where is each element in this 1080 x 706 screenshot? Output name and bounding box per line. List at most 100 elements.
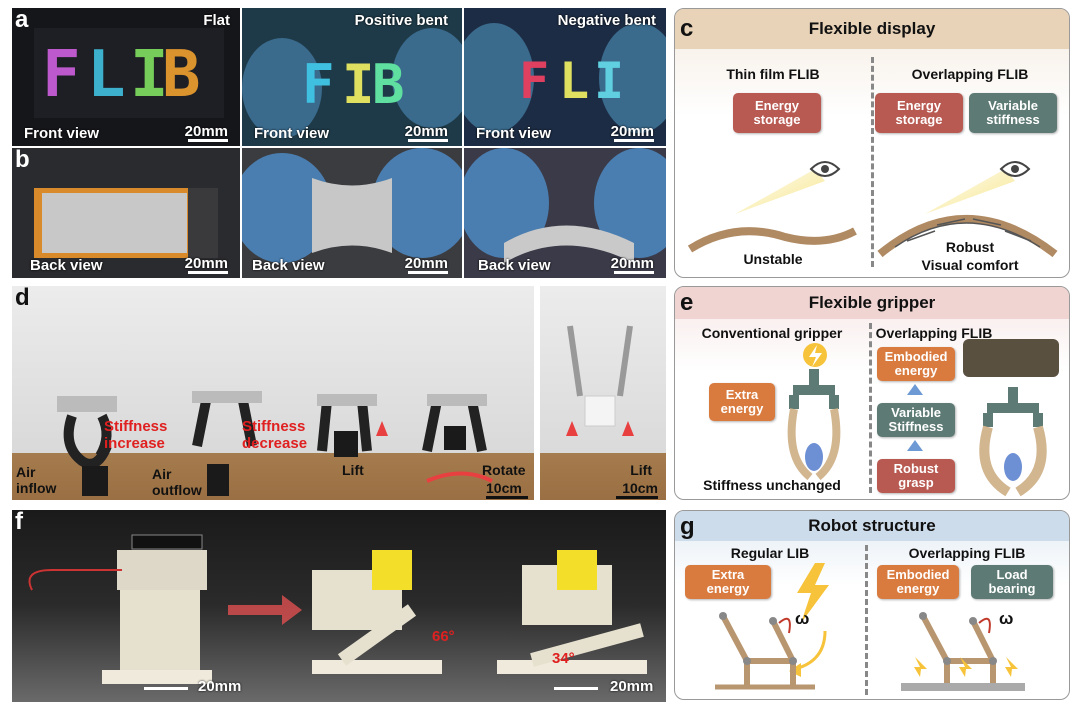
svg-text:I: I bbox=[342, 53, 375, 116]
panel-g-robot-structure: g Robot structure Regular LIB Overlappin… bbox=[674, 510, 1070, 700]
energy-storage-box: Energy storage bbox=[733, 93, 821, 133]
scale-bar bbox=[616, 496, 658, 499]
scale-bar bbox=[614, 271, 654, 274]
visual-comfort-caption: Visual comfort bbox=[921, 257, 1019, 273]
flib-leg-icon bbox=[901, 612, 1025, 691]
scale-bar bbox=[408, 139, 448, 142]
led-display-flat: F L I B bbox=[34, 28, 224, 118]
scale-bar bbox=[554, 687, 598, 690]
embodied-energy-box: Embodied energy bbox=[877, 565, 959, 599]
energy-storage-box: Energy storage bbox=[875, 93, 963, 133]
extra-energy-box: Extra energy bbox=[685, 565, 771, 599]
panel-f-photo-robot: f 66° 34° 20mm 20mm bbox=[12, 510, 666, 702]
robot-illustration bbox=[715, 563, 1025, 691]
label-front-view: Front view bbox=[24, 125, 100, 142]
lift-arrow bbox=[622, 421, 634, 436]
gripper-sequence bbox=[57, 391, 493, 496]
scale-label: 20mm bbox=[404, 123, 448, 140]
lift-label: Lift bbox=[342, 462, 364, 478]
panel-letter-f: f bbox=[15, 510, 23, 535]
unstable-film bbox=[687, 227, 857, 253]
gripper-illustration bbox=[787, 339, 1059, 497]
panel-title: Robot structure bbox=[808, 516, 936, 535]
svg-text:F: F bbox=[42, 38, 81, 112]
label-front-view: Front view bbox=[254, 125, 330, 142]
panel-title: Flexible display bbox=[808, 19, 936, 38]
load-bearing-box: Load bearing bbox=[971, 565, 1053, 599]
scale-label: 20mm bbox=[404, 255, 448, 272]
panel-letter-c: c bbox=[680, 15, 694, 42]
led-display-positive-bent: F I B bbox=[242, 28, 462, 138]
svg-text:I: I bbox=[130, 38, 169, 112]
battery-back-flat bbox=[34, 188, 218, 258]
lift-arrow bbox=[566, 421, 578, 436]
lightning-icon bbox=[797, 563, 829, 623]
robust-grasp-box: Robust grasp bbox=[877, 459, 955, 493]
label-back-view: Back view bbox=[478, 257, 551, 274]
eye-icon bbox=[999, 161, 1031, 177]
svg-text:I: I bbox=[594, 52, 624, 110]
svg-text:F: F bbox=[519, 52, 549, 110]
panel-c-flexible-display: c Flexible display Thin film FLIB Overla… bbox=[674, 8, 1070, 278]
panel-a-photo-negative: F L I Negative bent Front view 20mm bbox=[464, 8, 666, 146]
lightning-icon bbox=[803, 343, 827, 367]
svg-text:F: F bbox=[302, 53, 335, 116]
battery-back-negative-bent bbox=[464, 148, 666, 263]
omega-symbol: ω bbox=[795, 609, 810, 628]
robust-caption: Robust bbox=[945, 239, 995, 255]
led-display-negative-bent: F L I bbox=[464, 23, 666, 133]
panel-a-photo-flat: F L I B a Flat Front view 20mm bbox=[12, 8, 240, 146]
scale-bar bbox=[486, 496, 528, 499]
panel-a-photo-positive: F I B Positive bent Front view 20mm bbox=[242, 8, 462, 146]
svg-text:L: L bbox=[559, 52, 589, 110]
flib-gripper-icon bbox=[979, 387, 1047, 497]
label-positive-bent: Positive bent bbox=[354, 12, 448, 29]
variable-stiffness-box: Variable stiffness bbox=[969, 93, 1057, 133]
svg-text:B: B bbox=[372, 53, 405, 116]
scale-bar bbox=[408, 271, 448, 274]
battery-back-positive-bent bbox=[242, 148, 462, 263]
label-back-view: Back view bbox=[252, 257, 325, 274]
transition-arrow bbox=[228, 595, 302, 625]
svg-text:L: L bbox=[87, 38, 126, 112]
label-back-view: Back view bbox=[30, 257, 103, 274]
robot-sequence bbox=[28, 534, 647, 684]
scale-label: 20mm bbox=[610, 255, 654, 272]
scale-label: 20mm bbox=[610, 678, 654, 695]
panel-d-photo-lift: Lift 10cm bbox=[540, 286, 666, 500]
scale-label: 10cm bbox=[622, 480, 658, 496]
regular-leg-icon bbox=[715, 612, 815, 690]
panel-title: Flexible gripper bbox=[808, 293, 936, 312]
scale-label: 20mm bbox=[610, 123, 654, 140]
panel-letter-g: g bbox=[680, 513, 695, 540]
scale-label: 20mm bbox=[184, 255, 228, 272]
svg-text:B: B bbox=[162, 38, 201, 112]
divider bbox=[865, 545, 868, 695]
scale-bar bbox=[614, 139, 654, 142]
stiffness-unchanged-caption: Stiffness unchanged bbox=[703, 477, 841, 493]
omega-symbol: ω bbox=[999, 609, 1014, 628]
scale-label: 20mm bbox=[198, 678, 242, 695]
variable-stiffness-box: Variable Stiffness bbox=[877, 403, 955, 437]
battery-photo bbox=[963, 339, 1059, 377]
panel-b-photo-negative: Back view 20mm bbox=[464, 148, 666, 278]
panel-letter-d: d bbox=[15, 286, 30, 311]
extra-energy-box: Extra energy bbox=[709, 383, 775, 421]
panel-e-flexible-gripper: e Flexible gripper Conventional gripper … bbox=[674, 286, 1070, 500]
right-heading: Overlapping FLIB bbox=[911, 66, 1029, 82]
lift-label: Lift bbox=[630, 462, 652, 478]
angle-34-label: 34° bbox=[552, 650, 575, 667]
left-heading: Thin film FLIB bbox=[726, 66, 820, 82]
gripper-lift-cup bbox=[566, 325, 634, 436]
arrow-down bbox=[907, 440, 923, 451]
scale-label: 10cm bbox=[486, 480, 522, 496]
conventional-gripper-icon bbox=[787, 369, 841, 481]
scale-label: 20mm bbox=[184, 123, 228, 140]
embodied-energy-box: Embodied energy bbox=[877, 347, 955, 381]
label-negative-bent: Negative bent bbox=[557, 12, 656, 29]
